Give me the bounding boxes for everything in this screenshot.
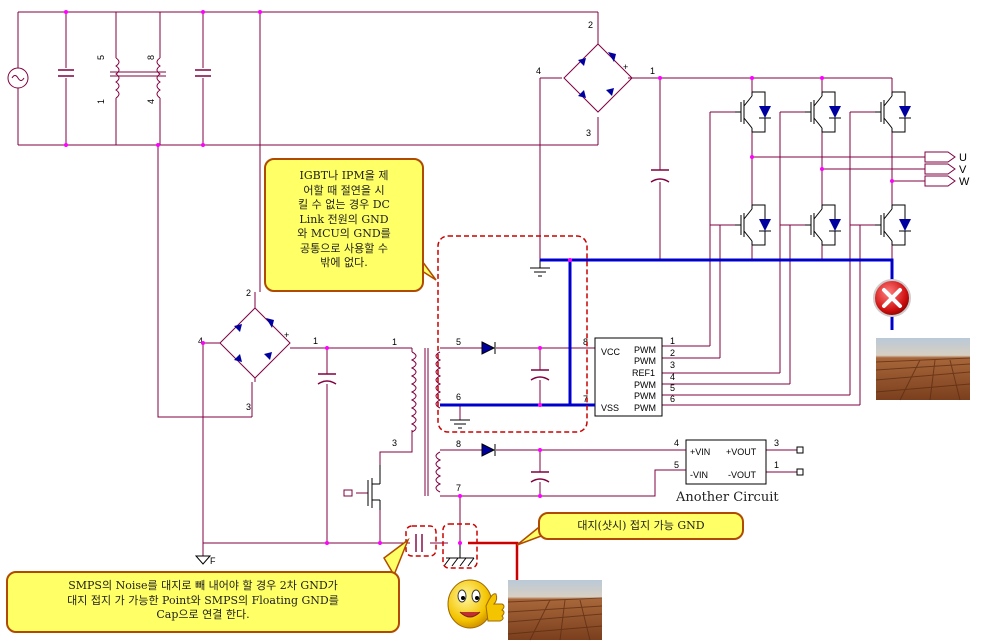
igbt-bridge [735,91,911,246]
gate-driver-ic [594,337,663,417]
common-gnd-highlight [440,258,894,407]
callout-line: IGBT나 IPM을 제 [299,169,389,182]
svg-text:+: + [284,330,289,340]
br2-pin-1: 1 [313,336,318,346]
dcdc-pin-1: 1 [774,460,779,470]
dcdc-vin-minus: -VIN [690,470,708,480]
xf-pin-7: 7 [456,483,461,493]
callout-line: Link 전원의 GND [299,212,389,226]
ic-pin-8: 8 [583,337,588,347]
ic-pin-label: PWM [634,391,656,401]
ic-pin-label: REF1 [632,368,655,378]
ic-pin-label: PWM [634,345,656,355]
br1-pin-2: 2 [588,20,593,30]
callout-line: 대지 접지 가 가능한 Point와 SMPS의 Floating GND를 [67,593,339,607]
field-photo-bottom [507,580,603,641]
dcdc-vout-minus: -VOUT [728,470,757,480]
highlight-box-common-gnd [437,235,588,433]
choke-pin-1: 1 [96,99,106,104]
dcdc-pin-5: 5 [674,460,679,470]
xf-pin-5: 5 [456,337,461,347]
ic-pin-label: PWM [634,403,656,413]
dcdc-module [685,439,767,485]
br1-pin-1: 1 [650,66,655,76]
callout-line: 어할 때 절연을 시 [303,183,385,197]
br2-pin-4: 4 [198,336,203,346]
ic-vss-label: VSS [601,403,619,413]
ic-out-pin: 3 [670,360,675,370]
xf-pin-8: 8 [456,439,461,449]
ic-out-pin: 4 [670,372,675,382]
ic-out-pin: 6 [670,394,675,404]
callout-line: 킬 수 없는 경우 DC [298,198,390,211]
callout-line: SMPS의 Noise를 대지로 빼 내어야 할 경우 2차 GND가 [68,579,338,592]
earth-ground-wire [468,541,519,580]
gnd-f-label: F [210,556,216,566]
choke-pin-5: 5 [96,55,106,60]
dcdc-vout-plus: +VOUT [726,447,757,457]
highlight-box-chassis-gnd [442,523,478,569]
ic-pin-label: PWM [634,380,656,390]
callout-smps-noise-note: SMPS의 Noise를 대지로 빼 내어야 할 경우 2차 GND가 대지 접… [6,571,400,633]
ic-out-pin: 2 [670,348,675,358]
output-v-label: V [959,164,967,176]
callout-line: 와 MCU의 GND를 [297,227,391,240]
br1-pin-4: 4 [536,66,541,76]
xf-pin-1: 1 [392,337,397,347]
callout-line: 공통으로 사용할 수 [300,241,388,255]
xf-pin-3: 3 [392,438,397,448]
br2-pin-2: 2 [246,288,251,298]
another-circuit-label: Another Circuit [675,490,779,505]
callout-line: 밖에 없다. [320,256,368,269]
choke-pin-4: 4 [146,99,156,104]
svg-text:+: + [623,62,628,72]
field-photo-right [875,338,971,401]
bridge-rectifier-1 [563,43,633,113]
ic-out-pin: 1 [670,336,675,346]
br1-pin-3: 3 [586,128,591,138]
ic-pin-7: 7 [583,394,588,404]
output-u-label: U [959,152,967,164]
smiley-thumbs-up-icon [447,579,505,629]
dcdc-vin-plus: +VIN [690,447,710,457]
bridge-rectifier-2 [219,307,291,379]
ic-vcc-label: VCC [601,347,621,357]
br2-pin-3: 3 [246,402,251,412]
dcdc-pin-4: 4 [674,438,679,448]
dcdc-pin-3: 3 [774,438,779,448]
ic-pin-label: PWM [634,356,656,366]
ic-out-pin: 5 [670,383,675,393]
choke-pin-8: 8 [146,55,156,60]
callout-line: 대지(샷시) 접지 가능 GND [577,519,705,532]
prohibited-x-icon [873,279,911,317]
output-w-label: W [959,176,970,188]
callout-line: Cap으로 연결 한다. [156,608,250,621]
highlight-box-ycap [405,525,437,557]
xf-pin-6: 6 [456,392,461,402]
callout-chassis-gnd-note: 대지(샷시) 접지 가능 GND [538,512,744,540]
callout-common-gnd-note: IGBT나 IPM을 제 어할 때 절연을 시 킬 수 없는 경우 DC Lin… [264,158,424,292]
